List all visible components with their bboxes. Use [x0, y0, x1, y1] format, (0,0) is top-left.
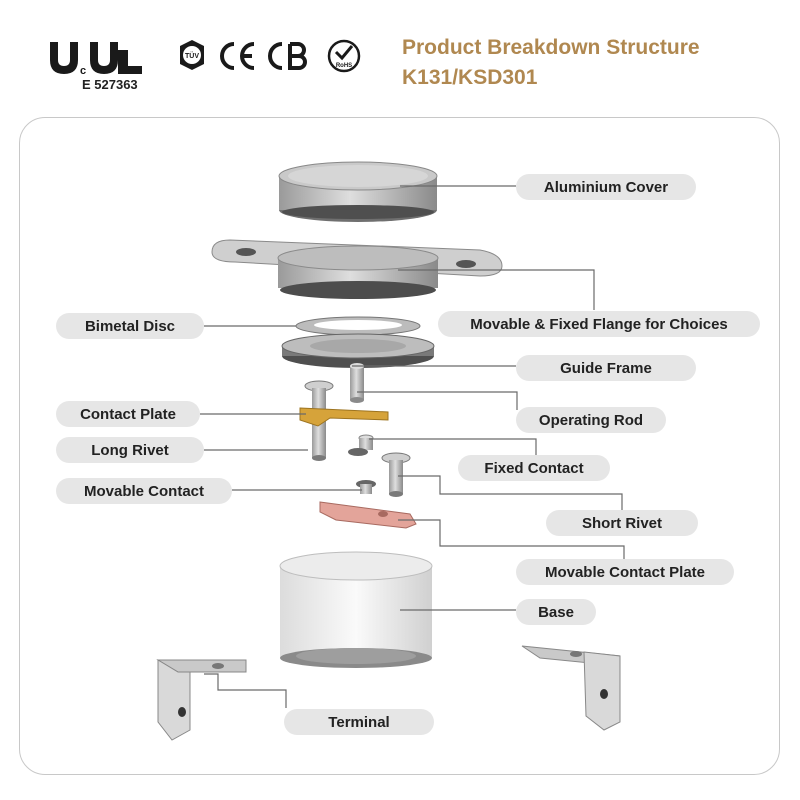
label-contact-plate: Contact Plate	[56, 401, 200, 427]
label-short-rivet: Short Rivet	[546, 510, 698, 536]
label-movable-contact: Movable Contact	[56, 478, 232, 504]
cb-icon	[268, 42, 307, 70]
leader-lines	[200, 185, 625, 708]
label-aluminium-cover: Aluminium Cover	[516, 174, 696, 200]
terminal-left-part	[156, 659, 247, 741]
cul-us-icon: c	[50, 42, 142, 77]
operating-rod-part	[350, 363, 364, 403]
svg-text:RoHS: RoHS	[336, 63, 352, 69]
movable-contact-part	[356, 480, 376, 494]
base-part	[279, 551, 433, 668]
label-terminal: Terminal	[284, 709, 434, 735]
movable-contact-plate-part	[319, 501, 417, 529]
guide-frame-part	[281, 333, 435, 368]
label-fixed-contact: Fixed Contact	[458, 455, 610, 481]
label-long-rivet: Long Rivet	[56, 437, 204, 463]
label-flange: Movable & Fixed Flange for Choices	[438, 311, 760, 337]
flange-part	[211, 239, 503, 299]
fixed-contact-part	[348, 434, 374, 456]
short-rivet-part	[381, 452, 411, 497]
ul-file-number: E 527363	[82, 77, 138, 92]
terminal-right-part	[521, 645, 621, 731]
label-movable-contact-plate: Movable Contact Plate	[516, 559, 734, 585]
svg-text:c: c	[80, 65, 86, 77]
rohs-icon: RoHS	[327, 39, 361, 73]
page-subtitle: K131/KSD301	[402, 66, 538, 89]
ce-icon	[220, 42, 255, 70]
label-guide-frame: Guide Frame	[516, 355, 696, 381]
label-operating-rod: Operating Rod	[516, 407, 666, 433]
label-base: Base	[516, 599, 596, 625]
label-bimetal-disc: Bimetal Disc	[56, 313, 204, 339]
tuv-icon: TÜV	[180, 40, 204, 70]
contact-plate-part	[299, 407, 389, 427]
bimetal-disc-part	[295, 316, 421, 336]
svg-text:TÜV: TÜV	[185, 51, 199, 60]
page-title: Product Breakdown Structure	[402, 36, 700, 59]
certification-logos: c TÜV RoHS	[50, 39, 361, 77]
aluminium-cover-part	[278, 161, 438, 222]
diagram-panel	[19, 117, 780, 775]
